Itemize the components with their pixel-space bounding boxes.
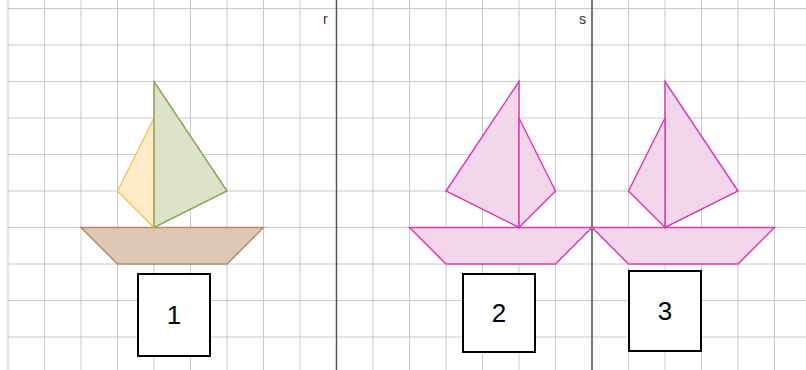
- hull: [592, 228, 775, 265]
- number-box: 2: [462, 273, 536, 353]
- number-box: 3: [628, 270, 702, 352]
- grid-line: [446, 0, 447, 370]
- big-sail: [154, 82, 227, 228]
- big-sail: [446, 82, 519, 228]
- hull: [81, 228, 264, 265]
- grid-line: [8, 8, 806, 9]
- grid-line: [44, 0, 45, 370]
- boat-figure: [410, 82, 593, 265]
- square-grid: [8, 0, 806, 370]
- grid-line: [300, 0, 301, 370]
- grid-line: [774, 0, 775, 370]
- hull: [410, 228, 593, 265]
- grid-line: [336, 0, 337, 370]
- line-name: r: [322, 12, 329, 26]
- grid-line: [555, 0, 556, 370]
- small-sail: [629, 118, 666, 228]
- callout-number: 2: [492, 300, 506, 326]
- mirror-line: [336, 0, 338, 370]
- grid-line: [373, 0, 374, 370]
- grid-line: [738, 0, 739, 370]
- grid-line: [227, 0, 228, 370]
- callout-number: 1: [167, 302, 181, 328]
- mirror-line: [591, 0, 593, 370]
- grid-line: [117, 0, 118, 370]
- grid-line: [8, 0, 9, 370]
- grid-line: [592, 0, 593, 370]
- small-sail: [118, 118, 155, 228]
- number-box: 1: [137, 273, 211, 357]
- callout-number: 3: [658, 298, 672, 324]
- boat-figure: [81, 82, 264, 265]
- boat-figure: [592, 82, 775, 265]
- big-sail: [665, 82, 738, 228]
- grid-line: [81, 0, 82, 370]
- grid-line: [8, 45, 806, 46]
- grid-line: [263, 0, 264, 370]
- line-name: s: [578, 12, 587, 26]
- grid-line: [8, 81, 806, 82]
- grid-line: [409, 0, 410, 370]
- small-sail: [519, 118, 556, 228]
